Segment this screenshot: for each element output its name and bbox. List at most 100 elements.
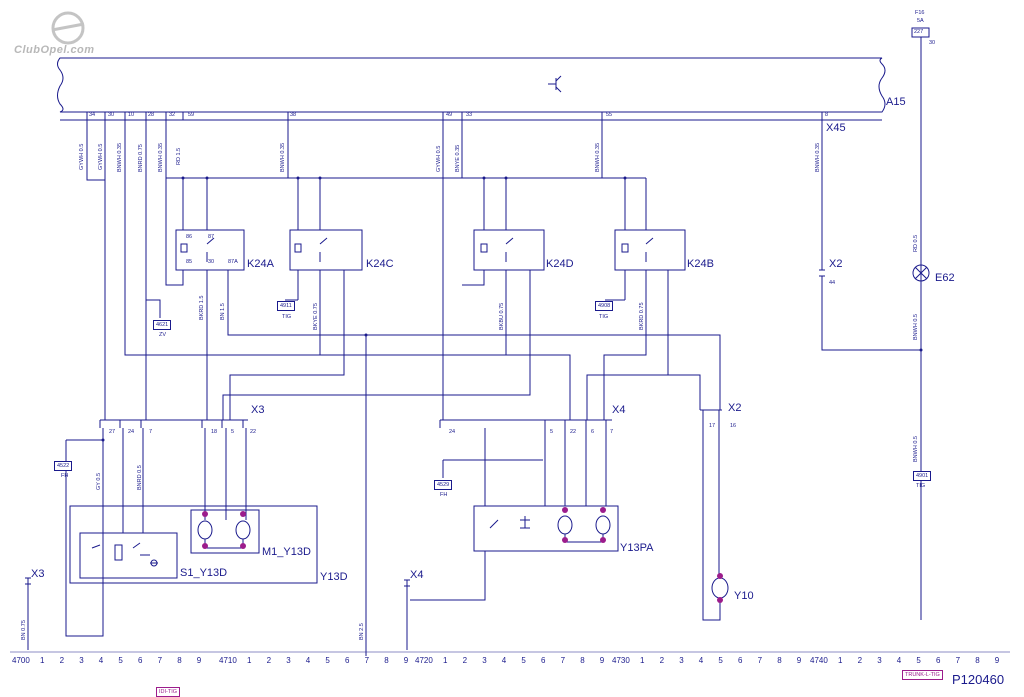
wire-label: RD 1.5: [176, 147, 182, 165]
wire-label: BNRD 0.75: [138, 144, 144, 172]
label-x3: X3: [251, 404, 265, 416]
a15-pin: 34: [89, 112, 96, 118]
ref-box: 4621: [153, 320, 172, 330]
ruler-digit: 8: [177, 656, 182, 665]
label-k24d: K24D: [546, 258, 574, 270]
a15-pin: 49: [446, 112, 453, 118]
ref-box: 4911: [277, 301, 295, 311]
x4-pin: 6: [591, 429, 595, 435]
ref-tag: FH: [440, 492, 448, 498]
x3-pin: 7: [149, 429, 153, 435]
lamp-e62: [912, 264, 930, 282]
label-y10: Y10: [734, 590, 754, 602]
ref-box: 4908: [595, 301, 614, 311]
label-a15: A15: [886, 96, 906, 108]
module-y13pa: [473, 505, 619, 552]
ruler-digit: 8: [580, 656, 585, 665]
ruler-digit: 5: [718, 656, 723, 665]
ruler-digit: 3: [482, 656, 487, 665]
ruler-digit: 8: [975, 656, 980, 665]
wire-label: GYWH 0.5: [79, 143, 85, 170]
ruler-digit: 2: [462, 656, 468, 665]
ruler-digit: 8: [384, 656, 389, 665]
x3-pin: 24: [128, 429, 135, 435]
ruler-digit: 1: [247, 656, 252, 665]
ruler-digit: 3: [877, 656, 882, 665]
ruler-digit: 9: [196, 656, 202, 665]
ref-tag: TIG: [282, 314, 292, 320]
relay-pin: 85: [186, 259, 193, 265]
fuse-name: F16: [915, 10, 925, 16]
ruler-digit: 9: [599, 656, 605, 665]
watermark-text: ClubOpel.com: [14, 44, 95, 56]
ruler-group-start: 4730: [612, 656, 630, 665]
label-x4-left: X4: [410, 569, 424, 581]
wire-label: BNWH 0.35: [117, 142, 123, 172]
wire-label: BNWH 0.35: [595, 142, 601, 172]
ruler-digit: 3: [286, 656, 291, 665]
wire-label: BNWH 0.5: [913, 436, 919, 462]
wire-label: BKRD 1.5: [199, 295, 205, 320]
a15-pin: 10: [128, 112, 135, 118]
label-x2-top: X2: [829, 258, 843, 270]
wire-label: BKRD 0.75: [639, 302, 645, 330]
ruler-digit: 5: [521, 656, 526, 665]
ref-tag: FH: [61, 473, 69, 479]
a15-pin: 38: [290, 112, 297, 118]
ruler-digit: 8: [777, 656, 782, 665]
label-x3-left: X3: [31, 568, 45, 580]
ruler-digit: 4: [896, 656, 902, 665]
ref-box: 4901: [913, 471, 932, 481]
valve-y10: [711, 577, 729, 599]
x3-connector: [99, 419, 248, 428]
relay-k24b: [614, 229, 686, 271]
ruler-group-start: 4700: [12, 656, 30, 665]
label-m1-y13d: M1_Y13D: [262, 546, 311, 558]
ruler-digit: 2: [857, 656, 863, 665]
a15-pin: 8: [825, 112, 829, 118]
wire-label: BN 0.75: [21, 620, 27, 640]
wire-label: BKYE 0.75: [313, 303, 319, 330]
ruler-group-start: 4740: [810, 656, 828, 665]
relay-pin: 87A: [228, 259, 238, 265]
label-x4: X4: [612, 404, 626, 416]
x4-pin: 24: [449, 429, 456, 435]
relay-pin: 30: [208, 259, 215, 265]
x4-pin: 22: [570, 429, 577, 435]
a15-pin: 59: [188, 112, 195, 118]
a15-pin: 30: [108, 112, 115, 118]
ruler-digit: 4: [698, 656, 704, 665]
ruler-digit: 2: [659, 656, 665, 665]
page-reference: P120460: [952, 672, 1005, 687]
transistor-icon: [548, 75, 562, 93]
wire-label: BN 2.5: [359, 623, 365, 640]
switch-s1-y13d: [79, 532, 178, 579]
x3-pin: 22: [250, 429, 257, 435]
x2-connector: [700, 409, 722, 420]
wire-label: GYWH 0.5: [436, 145, 442, 172]
ruler-digit: 5: [325, 656, 330, 665]
wire-label: BNWH 0.5: [913, 314, 919, 340]
ruler-group-start: 4720: [415, 656, 433, 665]
wire-label: BN 1.5: [220, 303, 226, 320]
ruler-digit: 4: [305, 656, 311, 665]
wire-label: RD 0.5: [913, 234, 919, 252]
label-k24c: K24C: [366, 258, 394, 270]
a15-pin: 33: [466, 112, 473, 118]
x3-pin: 18: [211, 429, 218, 435]
wire-label: BNYE 0.35: [455, 144, 461, 172]
x2-top-pin: 44: [829, 280, 836, 286]
a15-pin: 55: [606, 112, 613, 118]
wire-label: BNWH 0.35: [158, 142, 164, 172]
ruler-digit: 7: [757, 656, 763, 665]
ruler-digit: 1: [838, 656, 843, 665]
ruler-digit: 1: [640, 656, 645, 665]
wire-label: GY 0.5: [96, 472, 102, 490]
ruler-digit: 2: [266, 656, 272, 665]
wire-label: BNWH 0.35: [815, 142, 821, 172]
ruler-digit: 1: [40, 656, 45, 665]
wire-label: GYWH 0.5: [98, 143, 104, 170]
ruler-digit: 7: [560, 656, 566, 665]
x4-connector: [439, 419, 612, 428]
